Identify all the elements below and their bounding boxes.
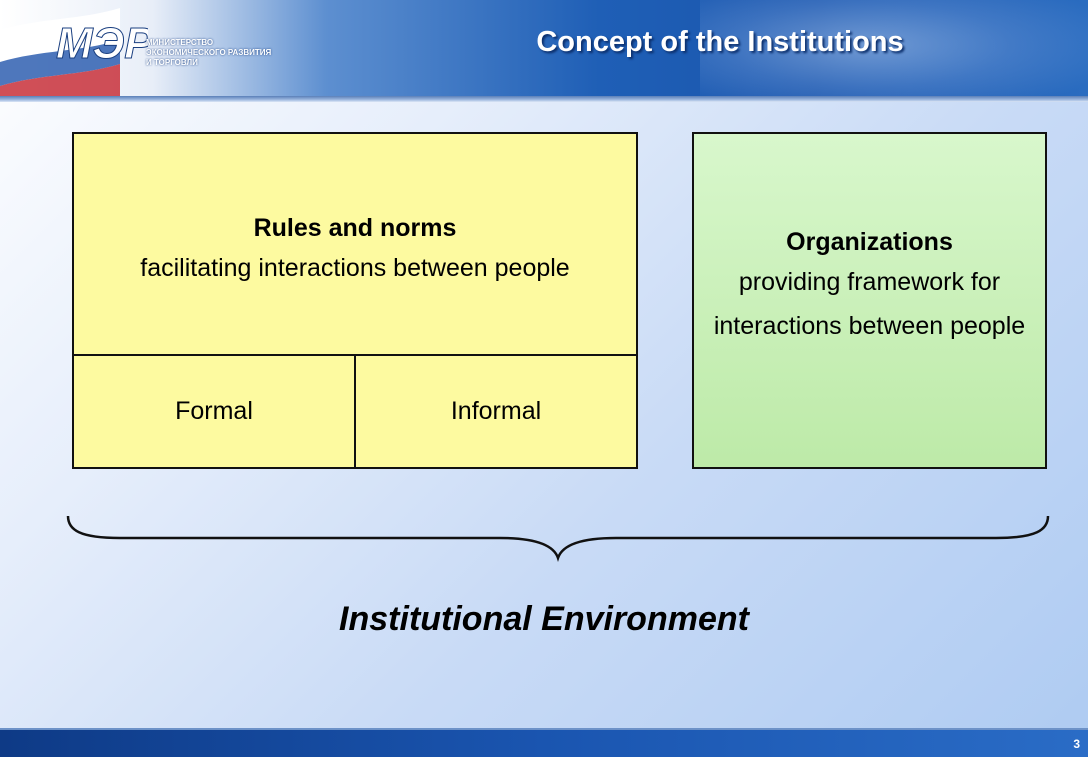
slide-title: Concept of the Institutions [536, 26, 904, 58]
organizations-title: Organizations [786, 227, 953, 256]
header-bar: МЭРТ МИНИСТЕРСТВО ЭКОНОМИЧЕСКОГО РАЗВИТИ… [0, 0, 1088, 96]
page-number: 3 [1073, 737, 1080, 751]
logo-text: МЭРТ [56, 19, 148, 68]
organizations-description: providing framework for interactions bet… [713, 267, 1026, 340]
ministry-line-3: И ТОРГОВЛИ [146, 58, 198, 67]
ministry-line-2: ЭКОНОМИЧЕСКОГО РАЗВИТИЯ [146, 48, 272, 57]
map-decoration [700, 0, 1088, 96]
institutional-environment-label: Institutional Environment [339, 600, 749, 638]
header-divider [0, 96, 1088, 102]
footer-bar: 3 [0, 728, 1088, 757]
rules-header-cell: Rules and norms facilitating interaction… [74, 134, 636, 356]
ministry-logo: МЭРТ [56, 19, 149, 69]
rules-title: Rules and norms [253, 214, 457, 242]
rules-subdivision-row: Formal Informal [74, 356, 636, 467]
rules-description: facilitating interactions between people [140, 254, 570, 282]
rules-and-norms-box: Rules and norms facilitating interaction… [72, 132, 638, 469]
ministry-name: МИНИСТЕРСТВО ЭКОНОМИЧЕСКОГО РАЗВИТИЯ И Т… [146, 38, 326, 68]
organizations-box: Organizations providing framework for in… [692, 132, 1047, 469]
ministry-line-1: МИНИСТЕРСТВО [146, 38, 214, 47]
flag-decoration [0, 8, 120, 96]
curly-brace-shape [66, 515, 1050, 562]
informal-cell: Informal [450, 397, 542, 425]
formal-cell: Formal [74, 356, 356, 467]
